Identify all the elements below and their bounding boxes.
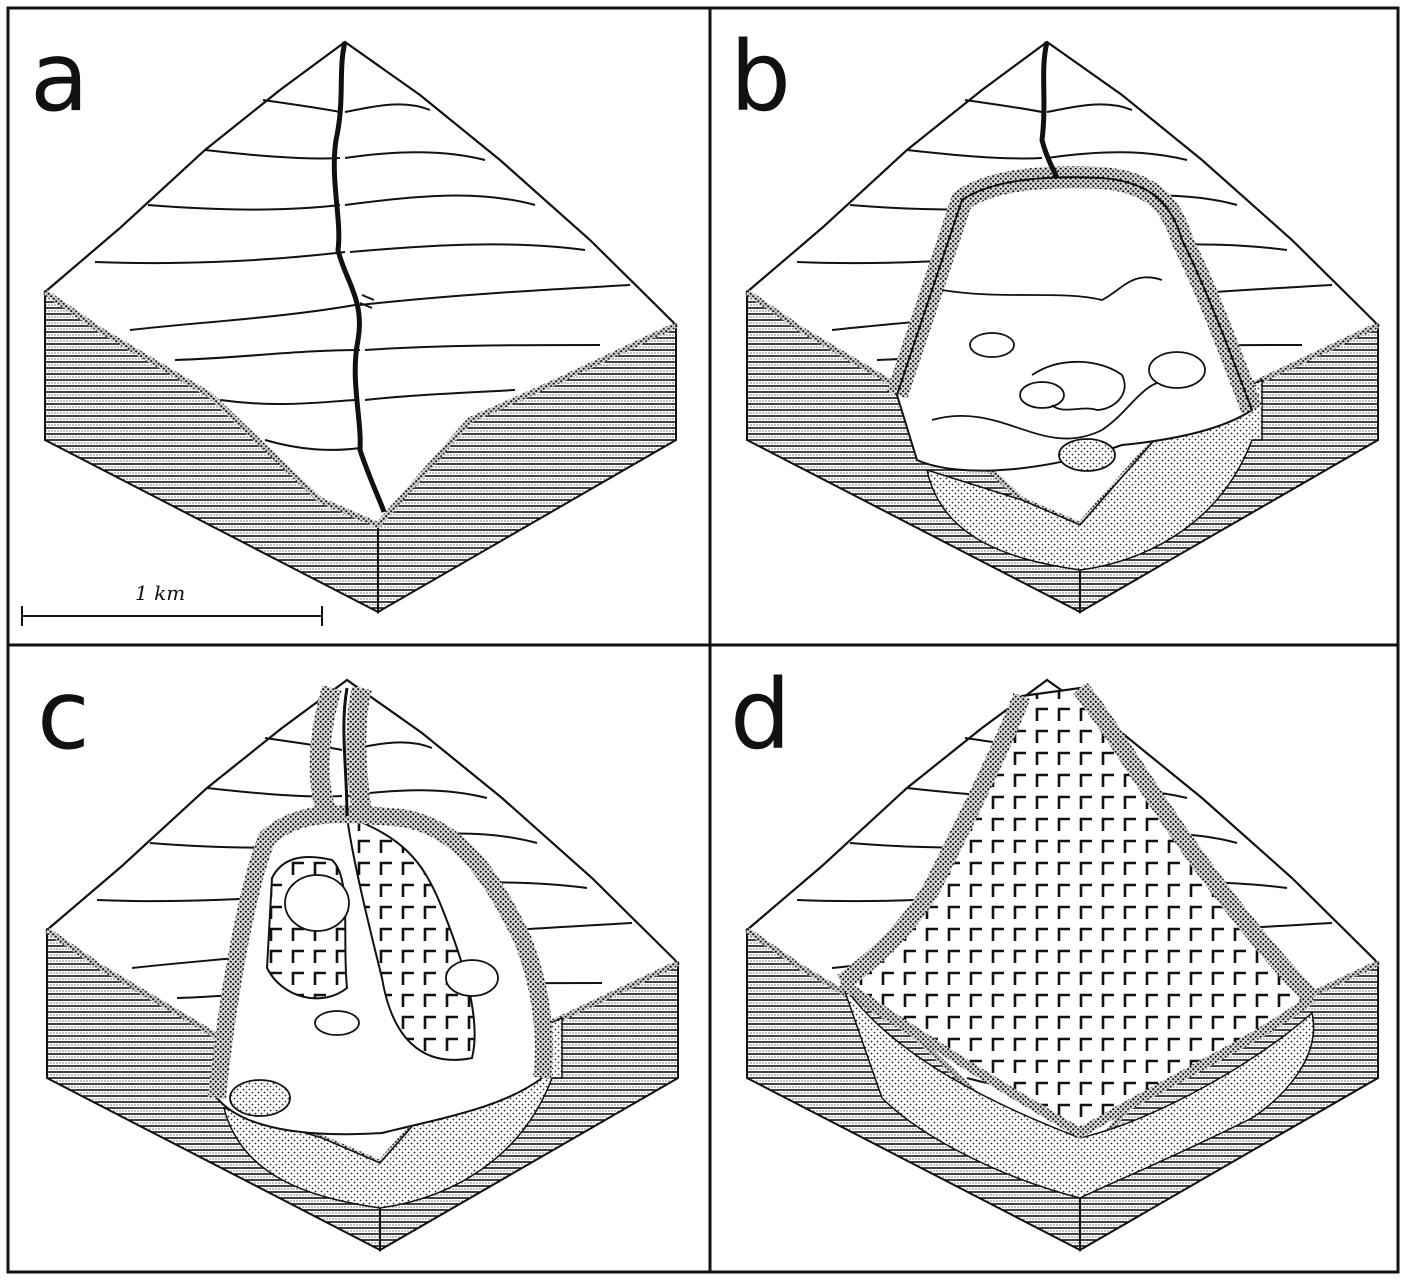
panel-label-c: c: [37, 659, 90, 771]
kipuka-island: [970, 333, 1014, 357]
kipuka-island: [1020, 382, 1064, 408]
panel-b: b: [730, 21, 1378, 612]
panel-label-b: b: [730, 21, 791, 133]
panel-a: a 1 km: [22, 21, 676, 626]
kipuka-island: [1059, 439, 1115, 471]
panel-label-a: a: [30, 21, 89, 133]
kipuka-island: [1149, 352, 1205, 388]
kipuka-island: [285, 875, 349, 931]
kipuka-island: [446, 960, 498, 996]
panel-label-d: d: [730, 659, 791, 771]
panel-d: d: [730, 659, 1378, 1250]
scale-bar-label: 1 km: [135, 581, 185, 605]
panel-c: c: [37, 659, 678, 1250]
kipuka-island: [315, 1011, 359, 1035]
scale-bar: 1 km: [22, 581, 322, 626]
kipuka-island: [230, 1080, 290, 1116]
